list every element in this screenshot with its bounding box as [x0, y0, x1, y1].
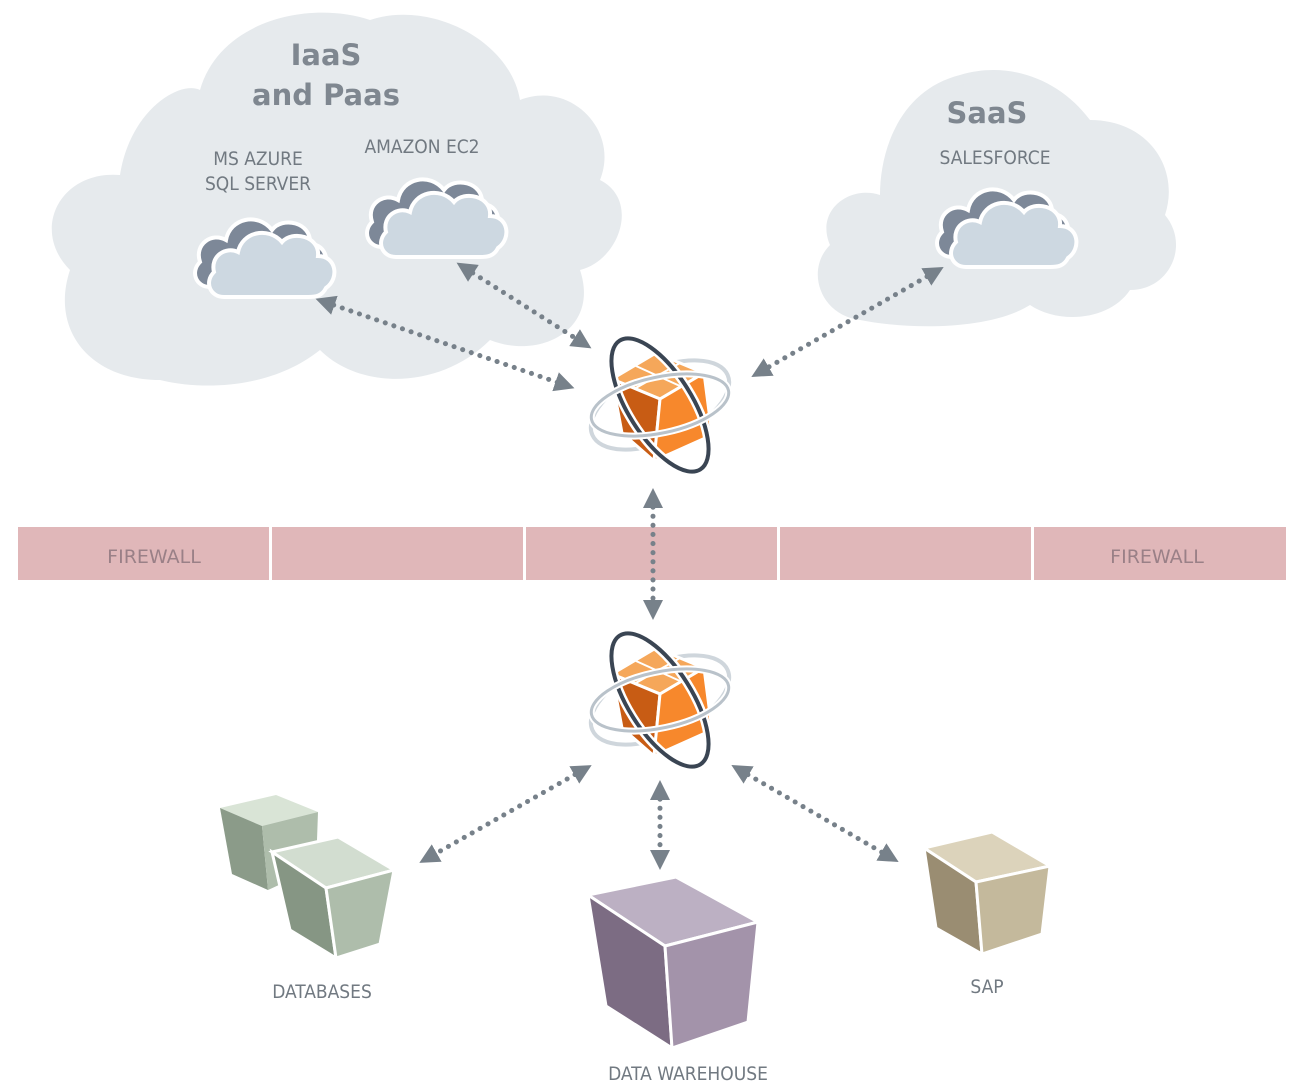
databases-icon: [220, 795, 398, 961]
connector-hub-databases: [419, 765, 592, 863]
connector-ec2-cloud-hub: [456, 262, 592, 349]
salesforce-label: SALESFORCE: [939, 147, 1050, 169]
connector-azure-cloud-hub: [315, 295, 575, 392]
ms-azure-label-line1: MS AZURE: [213, 148, 303, 170]
sap-icon: [920, 830, 1055, 957]
firewall-left-label: FIREWALL: [107, 546, 201, 568]
connector-hub-sap: [731, 764, 899, 863]
firewall-segment: [272, 527, 523, 580]
amazon-ec2-label: AMAZON EC2: [364, 136, 479, 158]
iaas-title-line2: and Paas: [252, 78, 400, 112]
firewall-segment: [18, 527, 269, 580]
databases-label: DATABASES: [272, 981, 372, 1003]
cloud-integration-hub-icon: [578, 324, 742, 487]
ms-azure-label-line2: SQL SERVER: [205, 173, 311, 195]
iaas-title-line1: IaaS: [291, 38, 362, 72]
saas-title: SaaS: [947, 96, 1028, 130]
firewall-segment: [780, 527, 1031, 580]
data-warehouse-icon: [584, 875, 763, 1051]
sap-label: SAP: [970, 976, 1003, 998]
onprem-integration-hub-icon: [578, 619, 742, 782]
firewall-segment: [1034, 527, 1286, 580]
connectors: [315, 262, 944, 870]
firewall-right-label: FIREWALL: [1110, 546, 1204, 568]
data-warehouse-label: DATA WAREHOUSE: [608, 1063, 768, 1083]
connector-salesforce-cloud-hub: [751, 267, 944, 377]
